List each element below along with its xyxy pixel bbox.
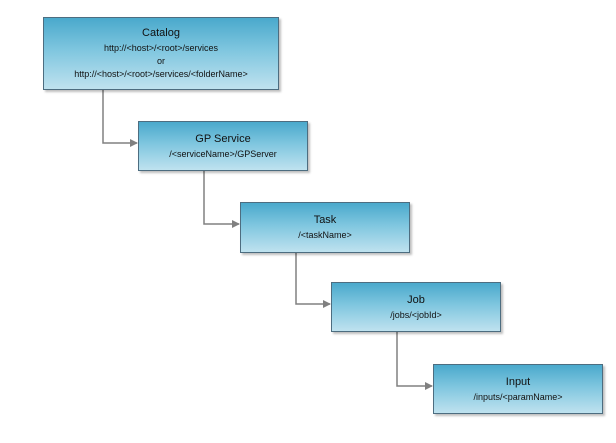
input-path: /inputs/<paramName> <box>473 391 563 402</box>
input-title: Input <box>505 375 531 388</box>
connector-catalog-to-gp-service <box>102 90 138 147</box>
task-node: Task /<taskName> <box>240 202 410 253</box>
job-path: /jobs/<jobId> <box>390 309 442 320</box>
job-node: Job /jobs/<jobId> <box>331 282 501 332</box>
task-path: /<taskName> <box>298 230 352 240</box>
connector-task-to-job <box>295 253 331 308</box>
catalog-title: Catalog <box>142 27 180 39</box>
connector-job-to-input <box>396 332 433 390</box>
input-node: Input /inputs/<paramName> <box>433 364 603 414</box>
catalog-url-services: http://<host>/<root>/services <box>103 43 219 53</box>
catalog-url-folder: http://<host>/<root>/services/<folderNam… <box>74 69 248 79</box>
gp-service-node: GP Service /<serviceName>/GPServer <box>138 121 308 171</box>
job-title: Job <box>407 293 425 306</box>
task-title: Task <box>313 214 337 226</box>
connector-gp-service-to-task <box>203 171 240 228</box>
catalog-or-text: or <box>156 56 165 66</box>
gp-service-title: GP Service <box>195 132 251 145</box>
catalog-node: Catalog http://<host>/<root>/services or… <box>43 17 279 90</box>
gp-service-path: /<serviceName>/GPServer <box>169 148 277 159</box>
